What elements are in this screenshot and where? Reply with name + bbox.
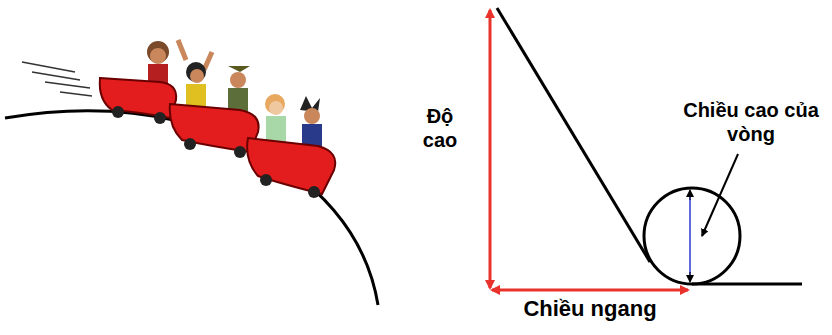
track-diagram: [490, 8, 802, 290]
width-label: Chiều ngang: [490, 296, 690, 322]
roller-coaster-cartoon: [5, 40, 378, 305]
loop-height-label: Chiều cao của vòng: [676, 98, 826, 146]
height-label: Độ cao: [408, 104, 472, 152]
